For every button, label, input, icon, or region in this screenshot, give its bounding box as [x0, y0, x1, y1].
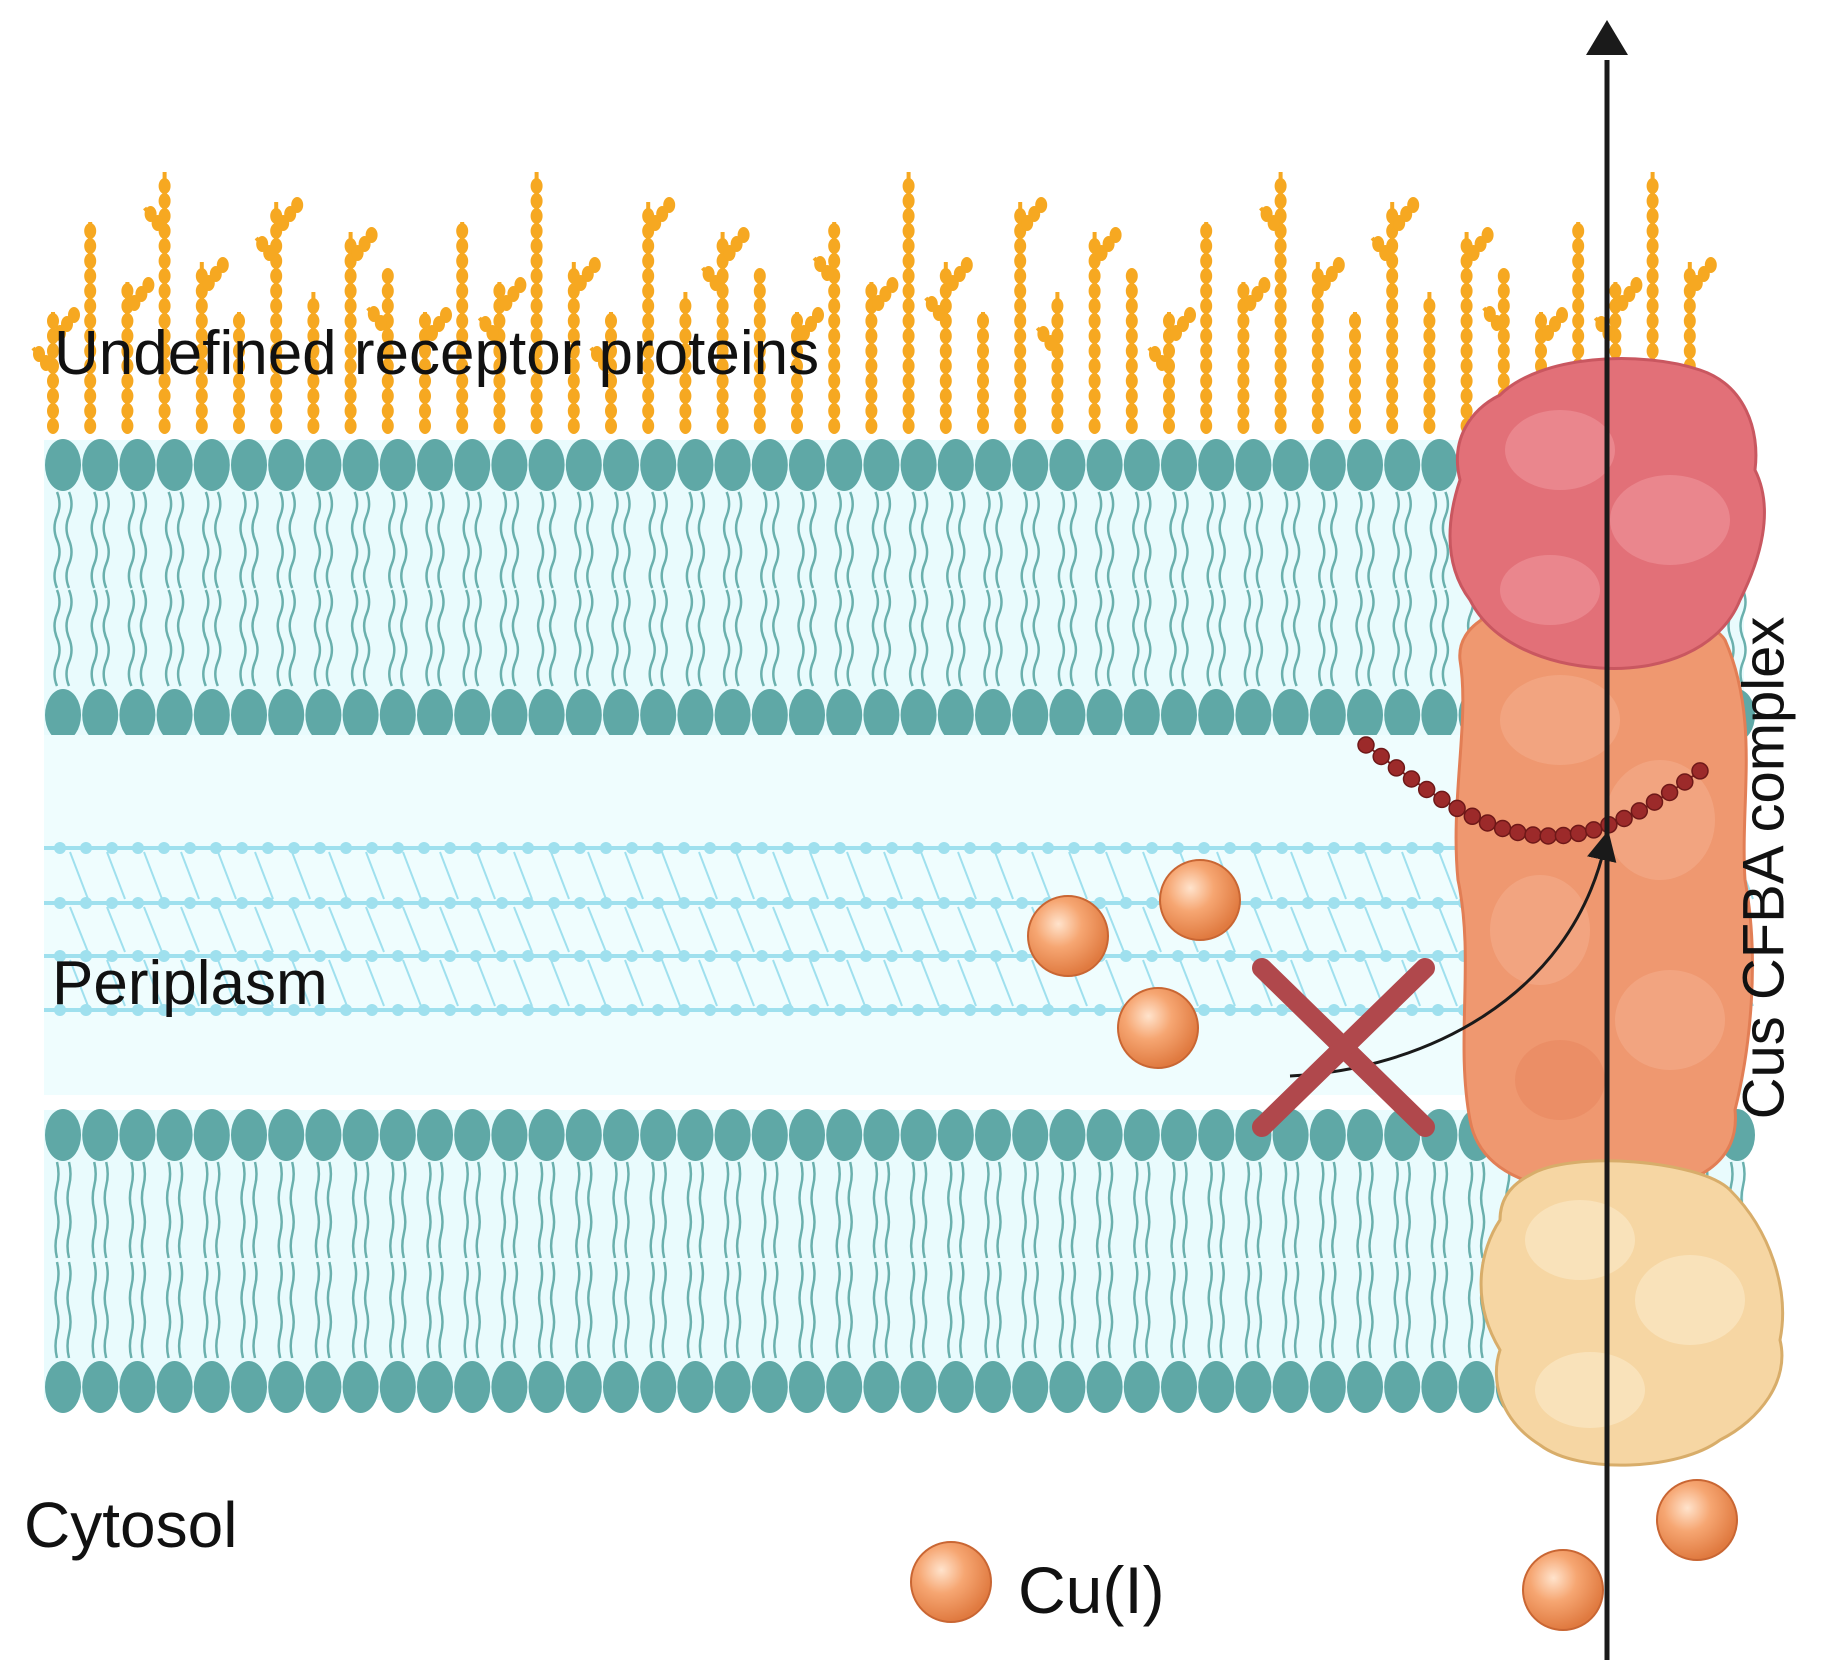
receptor-glycans	[31, 172, 1717, 434]
copper-ions	[910, 859, 1738, 1631]
inner-membrane	[44, 1109, 1755, 1413]
inner-membrane-bottom-heads	[45, 1361, 1755, 1413]
complex-label: Cus CFBA complex	[1731, 616, 1797, 1120]
blocked-x-icon	[1252, 958, 1435, 1137]
export-arrow-icon	[1289, 830, 1617, 1078]
receptor-label: Undefined receptor proteins	[54, 319, 820, 388]
cusB-protein	[1454, 604, 1754, 1194]
copper-ion-icon	[1522, 1549, 1604, 1631]
periplasm-label: Periplasm	[52, 949, 328, 1018]
peptidoglycan-layer	[44, 842, 1754, 1016]
legend-copper-ion-icon	[910, 1541, 992, 1623]
transport-direction-arrow	[1586, 20, 1628, 1660]
cusA-protein	[1479, 1159, 1784, 1467]
beaded-chain	[1357, 736, 1709, 845]
cytosol-label: Cytosol	[24, 1489, 238, 1561]
copper-ion-icon	[1117, 987, 1199, 1069]
copper-ion-icon	[1159, 859, 1241, 941]
legend-label: Cu(I)	[1018, 1553, 1165, 1627]
copper-ion-icon	[1656, 1479, 1738, 1561]
copper-ion-icon	[1027, 895, 1109, 977]
